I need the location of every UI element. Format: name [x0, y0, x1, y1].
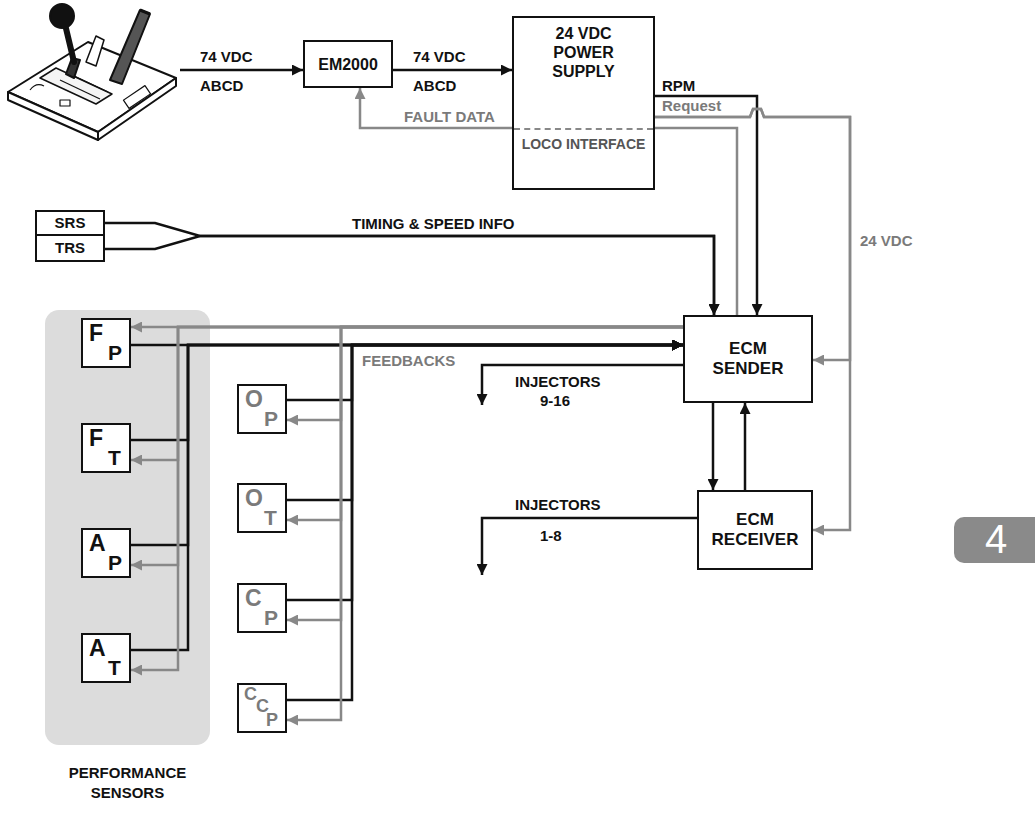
box-label: SRS: [55, 214, 86, 232]
signal-connector: [655, 109, 850, 530]
signal-label: 1-8: [540, 527, 562, 544]
sensor-symbol: P: [264, 607, 278, 628]
process-box: SRS: [35, 210, 105, 236]
process-box: ECM SENDER: [683, 315, 813, 403]
signal-connector: [105, 223, 714, 315]
signal-connector: [287, 327, 683, 420]
box-label: LOCO INTERFACE: [514, 136, 653, 152]
signal-connector: [287, 327, 683, 720]
signal-connector: [131, 327, 683, 565]
sensor-box: FT: [81, 423, 131, 473]
sensor-box: AT: [81, 633, 131, 683]
signal-connector: [131, 345, 683, 440]
power-supply-box: 24 VDC POWER SUPPLY LOCO INTERFACE: [512, 16, 655, 190]
signal-connector: [712, 403, 715, 490]
sensor-symbol: T: [108, 447, 121, 468]
sensor-symbol: O: [245, 487, 263, 510]
signal-label: 74 VDC: [200, 48, 253, 65]
signal-connector: [287, 327, 683, 520]
connector-label: FEEDBACKS: [362, 352, 455, 369]
box-label: EM2000: [318, 55, 378, 74]
sensor-symbol: A: [89, 532, 106, 555]
signal-label: ABCD: [413, 77, 456, 94]
sensor-symbol: F: [89, 427, 103, 450]
connector-label: RPM: [662, 77, 695, 94]
group-heading: PERFORMANCE SENSORS: [63, 763, 193, 803]
box-label: ECM SENDER: [703, 339, 793, 379]
sensor-symbol: P: [108, 552, 122, 573]
throttle-lead: [180, 69, 303, 72]
throttle-illustration: [8, 4, 176, 140]
sensor-band: [45, 310, 210, 745]
signal-connector: [131, 327, 683, 460]
signal-label: ABCD: [200, 77, 243, 94]
sensor-box: CCP: [237, 683, 287, 733]
process-box: EM2000: [303, 40, 393, 88]
sensor-box: OP: [237, 384, 287, 434]
box-label: TRS: [55, 239, 85, 257]
signal-connector: [744, 403, 747, 490]
sensor-box: FP: [81, 318, 131, 368]
signal-connector: [287, 327, 683, 620]
signal-connector: [105, 236, 714, 315]
sensor-symbol: C: [244, 685, 257, 703]
signal-connector: [131, 345, 683, 650]
connector-label: TIMING & SPEED INFO: [352, 215, 515, 232]
signal-label: INJECTORS: [515, 496, 601, 513]
signal-connector: [655, 96, 757, 315]
connector-label: FAULT DATA: [404, 108, 495, 125]
sensor-symbol: F: [89, 322, 103, 345]
chapter-tab: [954, 517, 1035, 563]
sensor-symbol: C: [245, 587, 262, 610]
signal-connector: [131, 327, 683, 670]
signal-label: 9-16: [540, 392, 570, 409]
signal-connector: [287, 345, 683, 400]
sensor-symbol: A: [89, 637, 106, 660]
sensor-symbol: T: [108, 657, 121, 678]
sensor-symbol: P: [266, 711, 278, 729]
divider-line: [514, 128, 653, 130]
signal-connector: [287, 345, 683, 500]
signal-connector: [393, 69, 512, 72]
connector-label: 24 VDC: [860, 232, 913, 249]
process-box: TRS: [35, 234, 105, 262]
sensor-group: FPFTAPATPERFORMANCE SENSORS: [45, 310, 210, 805]
sensor-box: AP: [81, 528, 131, 578]
sensor-symbol: T: [264, 507, 277, 528]
connector-label: 74 VDC: [413, 48, 466, 65]
sensor-symbol: O: [245, 388, 263, 411]
signal-connector: [287, 345, 683, 700]
sensor-box: OT: [237, 483, 287, 533]
box-label: ECM RECEIVER: [708, 510, 803, 550]
signal-connector: [131, 345, 683, 545]
process-box: ECM RECEIVER: [697, 490, 813, 570]
sensor-symbol: P: [264, 408, 278, 429]
signal-label: Request: [662, 97, 721, 114]
box-label: 24 VDC POWER SUPPLY: [531, 24, 636, 81]
signal-connector: [287, 345, 683, 600]
chapter-number: 4: [985, 518, 1007, 560]
sensor-symbol: P: [108, 342, 122, 363]
sensor-box: CP: [237, 583, 287, 633]
signal-label: INJECTORS: [515, 373, 601, 390]
injector-lead: [482, 365, 683, 405]
injector-lead: [482, 518, 697, 575]
